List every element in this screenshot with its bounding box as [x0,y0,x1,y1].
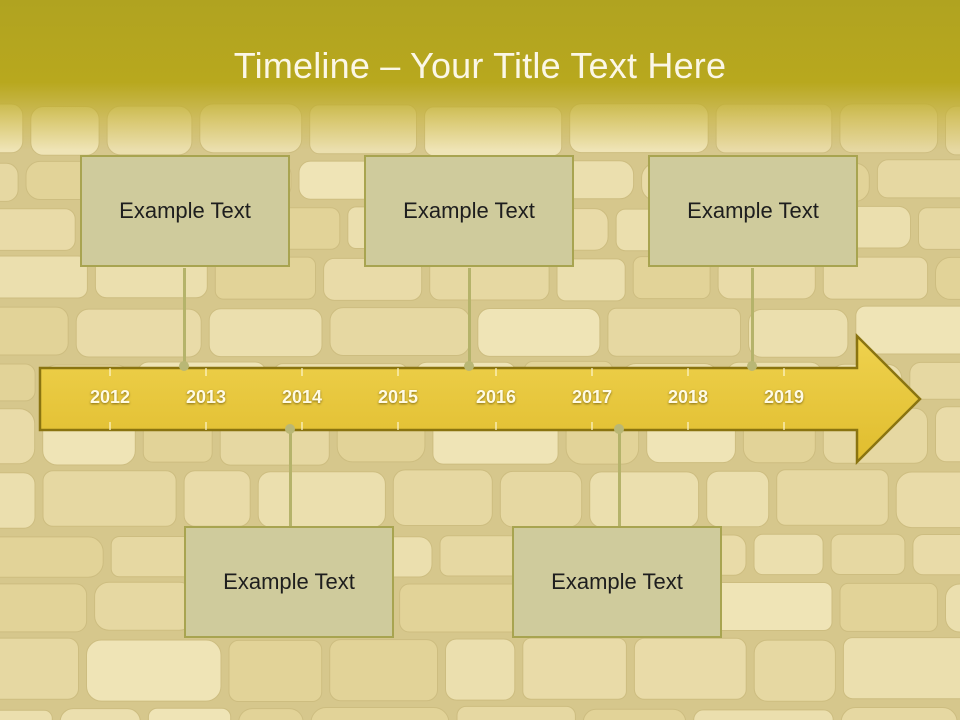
year-label: 2017 [571,387,613,407]
connector-dot [285,424,295,434]
year-label: 2012 [89,387,131,407]
connector-line [751,268,754,366]
connector-dot [614,424,624,434]
year-label: 2019 [763,387,805,407]
year-label: 2013 [185,387,227,407]
event-box-2014: Example Text [184,526,394,638]
event-text: Example Text [551,569,683,594]
slide-title: Timeline – Your Title Text Here [233,45,727,86]
connector-dot [747,361,757,371]
connector-dot [179,361,189,371]
event-box-2016: Example Text [364,155,574,267]
event-text: Example Text [119,198,251,223]
year-label: 2014 [281,387,323,407]
event-text: Example Text [223,569,355,594]
event-box-2017: Example Text [512,526,722,638]
year-label: 2015 [377,387,419,407]
connector-line [618,430,621,528]
connector-line [468,268,471,366]
event-box-2013: Example Text [80,155,290,267]
event-box-2019: Example Text [648,155,858,267]
connector-line [183,268,186,366]
connector-line [289,430,292,528]
year-label: 2016 [475,387,517,407]
title-band [0,0,960,150]
connector-dot [464,361,474,371]
year-label: 2018 [667,387,709,407]
event-text: Example Text [403,198,535,223]
event-text: Example Text [687,198,819,223]
